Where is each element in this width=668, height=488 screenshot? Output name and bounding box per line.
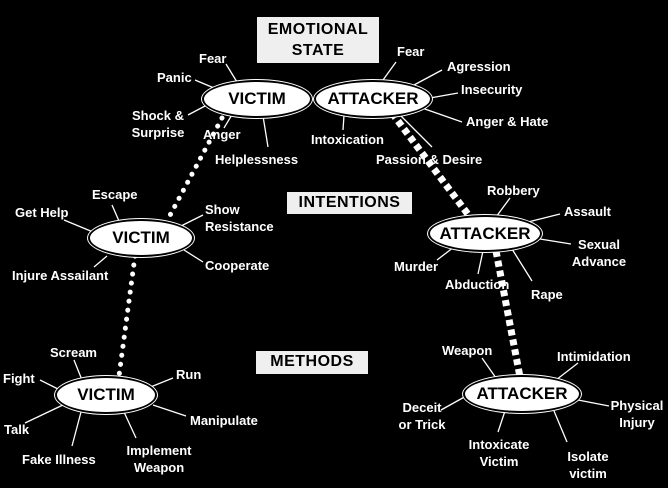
- label-attacker-deceit-line1: Deceit: [402, 400, 442, 415]
- intentions-victim-node: VICTIM: [88, 219, 194, 257]
- label-victim-fake-illness: Fake Illness: [22, 452, 96, 467]
- label-attacker-insecurity: Insecurity: [461, 82, 523, 97]
- label-victim-fight: Fight: [3, 371, 35, 386]
- label-attacker-physical-line1: Physical: [610, 398, 664, 413]
- label-victim-injure-assailant: Injure Assailant: [12, 268, 109, 283]
- label-attacker-sexual-line2: Advance: [571, 254, 627, 269]
- emotional-victim-node: VICTIM: [202, 80, 312, 118]
- label-attacker-passion-desire: Passion & Desire: [376, 152, 483, 167]
- label-attacker-intoxicate-line1: Intoxicate: [468, 437, 530, 452]
- label-victim-anger: Anger: [203, 127, 241, 142]
- label-attacker-murder: Murder: [394, 259, 439, 274]
- header-emotional-state: EMOTIONAL STATE: [257, 17, 379, 63]
- label-attacker-sexual-advance: Sexual Advance: [566, 236, 632, 270]
- label-attacker-deceit-trick: Deceit or Trick: [394, 399, 450, 433]
- label-victim-scream: Scream: [50, 345, 97, 360]
- label-attacker-robbery: Robbery: [487, 183, 540, 198]
- label-attacker-intimidation: Intimidation: [557, 349, 631, 364]
- label-attacker-intoxication: Intoxication: [311, 132, 384, 147]
- label-attacker-intoxicate-line2: Victim: [479, 454, 519, 469]
- label-victim-panic: Panic: [157, 70, 192, 85]
- label-victim-cooperate: Cooperate: [205, 258, 270, 273]
- label-attacker-isolate-line1: Isolate: [567, 449, 609, 464]
- label-victim-show-line2: Resistance: [205, 219, 274, 234]
- label-victim-implement-line1: Implement: [126, 443, 192, 458]
- label-attacker-abduction: Abduction: [445, 277, 510, 292]
- header-intentions: INTENTIONS: [287, 192, 412, 214]
- label-attacker-agression: Agression: [447, 59, 511, 74]
- label-attacker-deceit-line2: or Trick: [398, 417, 446, 432]
- label-victim-show-line1: Show: [205, 202, 240, 217]
- label-victim-show-resistance: Show Resistance: [205, 201, 274, 235]
- label-victim-shock-line1: Shock &: [131, 108, 184, 123]
- label-attacker-anger-hate: Anger & Hate: [466, 114, 549, 129]
- intentions-attacker-node: ATTACKER: [428, 215, 542, 252]
- header-emotional-line1: EMOTIONAL: [267, 21, 369, 38]
- label-attacker-isolate-victim: Isolate victim: [560, 448, 616, 482]
- label-victim-get-help: Get Help: [15, 205, 69, 220]
- label-victim-helplessness: Helplessness: [215, 152, 299, 167]
- label-victim-shock-line2: Surprise: [131, 125, 185, 140]
- header-emotional-line2: STATE: [291, 42, 345, 59]
- label-victim-manipulate: Manipulate: [190, 413, 258, 428]
- emotional-attacker-node: ATTACKER: [314, 80, 432, 118]
- label-victim-talk: Talk: [4, 422, 30, 437]
- label-victim-implement-line2: Weapon: [133, 460, 185, 475]
- label-attacker-weapon: Weapon: [442, 343, 493, 358]
- label-victim-escape: Escape: [92, 187, 138, 202]
- label-attacker-sexual-line1: Sexual: [578, 237, 620, 252]
- header-methods: METHODS: [256, 351, 368, 374]
- label-attacker-fear: Fear: [397, 44, 425, 59]
- label-attacker-physical-line2: Injury: [619, 415, 655, 430]
- label-attacker-assault: Assault: [564, 204, 611, 219]
- label-attacker-physical-injury: Physical Injury: [609, 397, 665, 431]
- label-attacker-isolate-line2: victim: [569, 466, 607, 481]
- methods-attacker-node: ATTACKER: [463, 375, 581, 413]
- label-victim-run: Run: [176, 367, 202, 382]
- label-attacker-intoxicate-victim: Intoxicate Victim: [462, 436, 536, 470]
- label-victim-shock-surprise: Shock & Surprise: [128, 107, 188, 141]
- label-attacker-rape: Rape: [531, 287, 563, 302]
- methods-victim-node: VICTIM: [55, 376, 157, 414]
- label-victim-implement-weapon: Implement Weapon: [121, 442, 197, 476]
- label-victim-fear: Fear: [199, 51, 227, 66]
